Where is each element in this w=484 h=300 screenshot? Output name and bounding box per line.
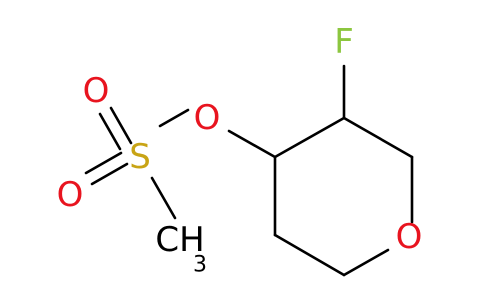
bond-o-s (158, 108, 190, 128)
bond-c4-o (227, 129, 277, 159)
bond-s-ch3 (150, 176, 177, 220)
bond-c6-o1 (342, 248, 390, 277)
bond-c3-c4 (273, 116, 346, 159)
sulfonyl-double-bond-bottom (84, 151, 129, 186)
ring-oxygen-atom-label: O (396, 217, 423, 257)
sulfur-atom-label: S (129, 137, 151, 177)
pyran-ring (273, 116, 414, 277)
ester-oxygen-atom-label: O (194, 98, 221, 138)
sulfonyl-oxygen-bottom-label: O (57, 175, 84, 215)
bond-c5-c6 (273, 233, 346, 277)
fluorine-atom-label: F (334, 22, 354, 62)
bond-c2-c3 (342, 116, 414, 159)
methyl-group-label: CH (155, 220, 204, 260)
sulfonyl-oxygen-top-label: O (83, 71, 110, 111)
sulfonyl-double-bond-top (98, 106, 133, 151)
methyl-subscript-label: 3 (193, 253, 207, 278)
